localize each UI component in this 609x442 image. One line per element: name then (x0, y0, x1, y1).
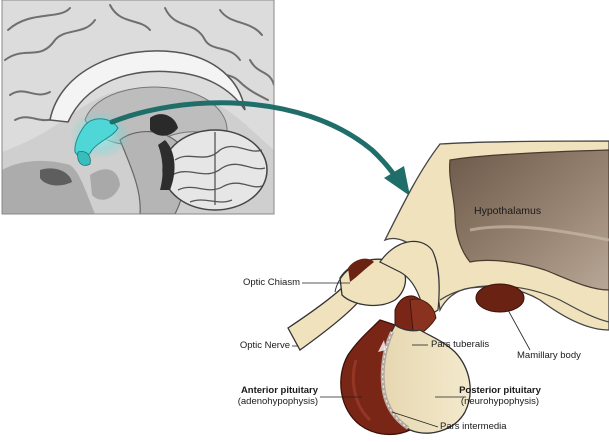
infundibulum (379, 240, 440, 319)
label-mamillary-body: Mamillary body (517, 350, 581, 361)
anterior-subtitle: (adenohypophysis) (237, 396, 318, 407)
label-posterior-pituitary: Posterior pituitary (neurohypophysis) (436, 385, 564, 407)
leader-pars-intermedia (391, 411, 439, 428)
label-hypothalamus: Hypothalamus (474, 205, 542, 217)
posterior-title: Posterior pituitary (459, 385, 541, 396)
zoom-arrow (109, 100, 410, 196)
leader-lines (292, 282, 531, 428)
pituitary-detail (287, 140, 609, 436)
cerebellum (162, 129, 268, 211)
label-pars-tuberalis: Pars tuberalis (431, 339, 490, 350)
label-optic-chiasm: Optic Chiasm (242, 277, 300, 288)
label-anterior-pituitary: Anterior pituitary (adenohypophysis) (200, 385, 318, 407)
anterior-title: Anterior pituitary (240, 385, 318, 396)
brain-sagittal-inset (2, 0, 274, 214)
hypothalamus (448, 149, 609, 291)
label-optic-nerve: Optic Nerve (239, 340, 290, 351)
posterior-subtitle: (neurohypophysis) (460, 396, 540, 407)
label-pars-intermedia: Pars intermedia (440, 421, 507, 432)
leader-mamillary-body (507, 309, 531, 351)
corpus-callosum (49, 50, 246, 123)
mamillary-body (475, 283, 525, 313)
